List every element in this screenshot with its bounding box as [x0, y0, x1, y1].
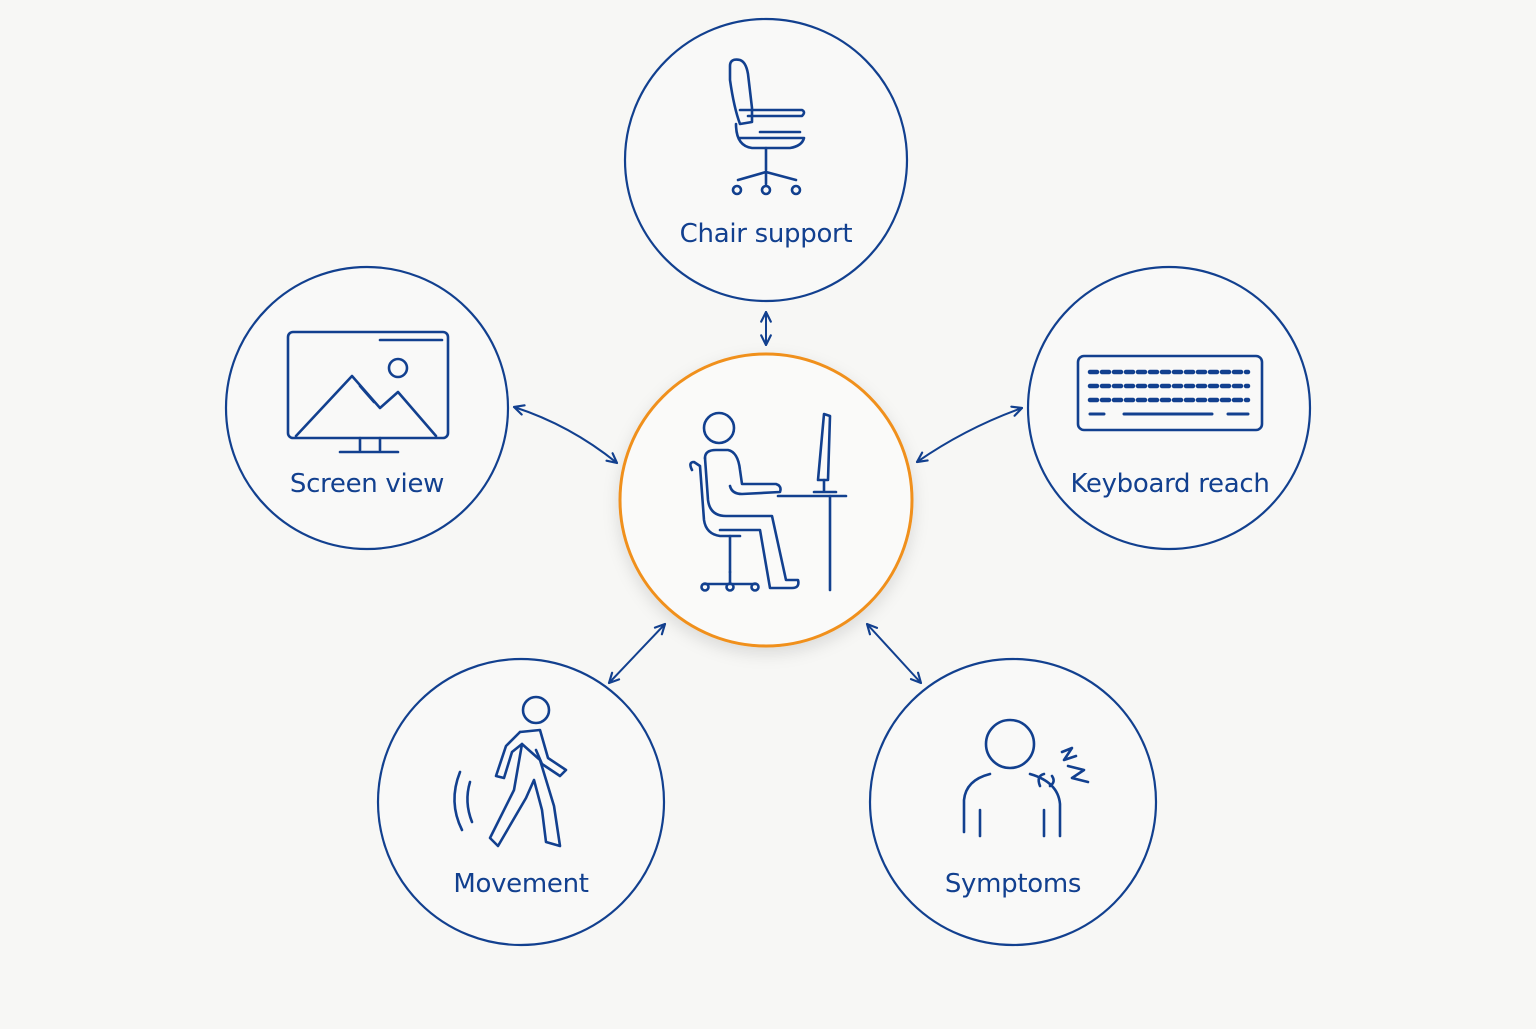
walking-person-icon — [453, 695, 568, 848]
node-label-movement: Movement — [453, 869, 589, 899]
node-label-symptoms: Symptoms — [944, 869, 1082, 899]
person-at-desk-icon — [689, 411, 848, 592]
node-circle-symptoms[interactable] — [868, 657, 1158, 947]
office-chair-icon — [728, 58, 806, 196]
node-circle-movement[interactable] — [376, 657, 666, 947]
node-label-chair-support: Chair support — [679, 219, 853, 249]
node-circle-keyboard-reach[interactable] — [1026, 265, 1312, 551]
connector-movement — [607, 622, 667, 685]
keyboard-icon — [1076, 354, 1264, 432]
center-circle[interactable] — [618, 352, 914, 648]
neck-pain-icon — [962, 718, 1090, 838]
connector-keyboard-reach — [915, 405, 1024, 464]
connector-screen-view — [512, 404, 619, 465]
monitor-icon — [286, 330, 450, 454]
node-circle-screen-view[interactable] — [224, 265, 510, 551]
connector-symptoms — [865, 622, 923, 685]
node-label-keyboard-reach: Keyboard reach — [1070, 469, 1270, 499]
connectors — [512, 310, 1024, 685]
node-label-screen-view: Screen view — [289, 469, 445, 499]
